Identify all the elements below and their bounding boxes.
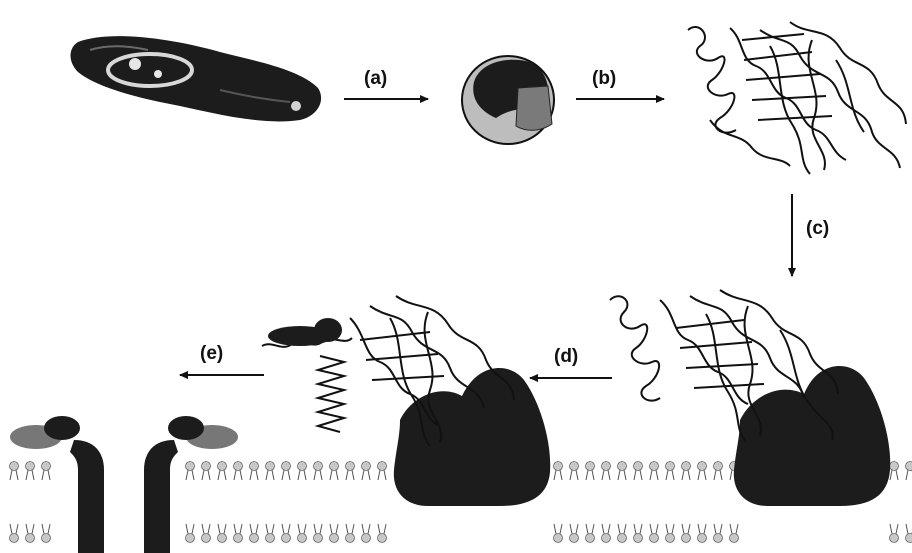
lipid-head-inner (362, 524, 371, 543)
lipid-head-inner (250, 524, 259, 543)
lipid-head-inner (714, 524, 723, 543)
lipid-head-outer (634, 462, 643, 481)
lipid-head-outer (586, 462, 595, 481)
lipid-head-outer (682, 462, 691, 481)
lipid-head-outer (266, 462, 275, 481)
lipid-head-outer (890, 462, 899, 481)
lipid-head-outer (314, 462, 323, 481)
lipid-head-inner (650, 524, 659, 543)
lipid-head-outer (298, 462, 307, 481)
lipid-head-inner (890, 524, 899, 543)
toxin-dark-domain (268, 318, 342, 346)
lipid-head-outer (714, 462, 723, 481)
lipid-head-inner (42, 524, 51, 543)
lipid-head-outer (666, 462, 675, 481)
lipid-head-inner (586, 524, 595, 543)
lipid-head-inner (346, 524, 355, 543)
lipid-head-outer (554, 462, 563, 481)
lipid-head-outer (282, 462, 291, 481)
lipid-head-inner (378, 524, 387, 543)
lipid-head-inner (234, 524, 243, 543)
lipid-head-inner (730, 524, 739, 543)
lipid-head-outer (362, 462, 371, 481)
lipid-head-outer (378, 462, 387, 481)
lipid-head-outer (330, 462, 339, 481)
lipid-head-inner (330, 524, 339, 543)
lipid-head-outer (698, 462, 707, 481)
bacterium-cell (71, 36, 322, 121)
lipid-head-outer (250, 462, 259, 481)
lipid-head-inner (906, 524, 912, 543)
lipid-head-outer (202, 462, 211, 481)
lipid-head-inner (10, 524, 19, 543)
receptor-middle (394, 368, 550, 506)
lipid-head-outer (10, 462, 19, 481)
lipid-head-inner (186, 524, 195, 543)
lipid-head-outer (346, 462, 355, 481)
lipid-head-outer (26, 462, 35, 481)
lipid-head-outer (570, 462, 579, 481)
lipid-head-inner (282, 524, 291, 543)
lipid-head-inner (314, 524, 323, 543)
lipid-head-inner (666, 524, 675, 543)
lipid-head-inner (698, 524, 707, 543)
lipid-head-outer (602, 462, 611, 481)
step-label-e: (e) (200, 343, 223, 364)
toxin-ribbon-soluble (688, 22, 906, 174)
receptor-right (734, 366, 890, 506)
lipid-head-inner (202, 524, 211, 543)
step-label-a: (a) (364, 68, 387, 89)
lipid-head-inner (218, 524, 227, 543)
lipid-head-outer (186, 462, 195, 481)
lipid-head-inner (682, 524, 691, 543)
lipid-head-inner (298, 524, 307, 543)
lipid-head-outer (906, 462, 912, 481)
lipid-head-inner (26, 524, 35, 543)
lipid-head-outer (618, 462, 627, 481)
toxin-compact (462, 56, 554, 144)
step-label-b: (b) (592, 68, 616, 89)
lipid-head-inner (602, 524, 611, 543)
lipid-head-outer (42, 462, 51, 481)
lipid-head-inner (634, 524, 643, 543)
lipid-head-inner (570, 524, 579, 543)
lipid-head-inner (618, 524, 627, 543)
lipid-head-inner (266, 524, 275, 543)
lipid-head-inner (554, 524, 563, 543)
step-label-d: (d) (554, 346, 578, 367)
lipid-head-outer (234, 462, 243, 481)
step-label-c: (c) (806, 218, 829, 239)
lipid-head-outer (650, 462, 659, 481)
lipid-head-outer (218, 462, 227, 481)
